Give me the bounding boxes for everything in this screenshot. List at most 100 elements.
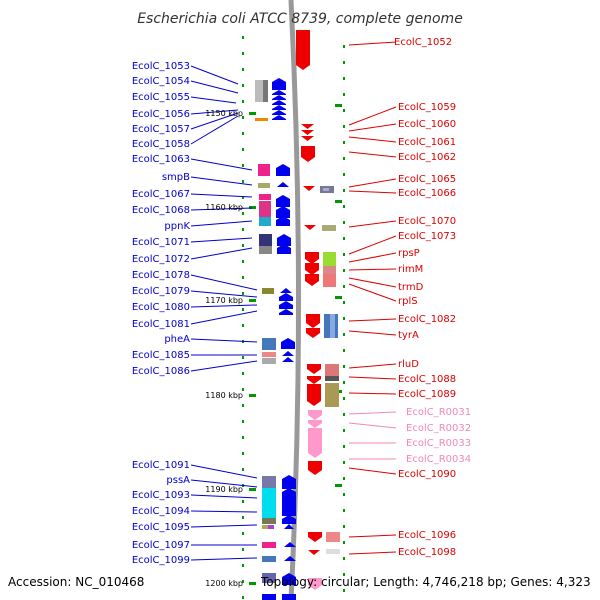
tick-mark: [343, 269, 345, 272]
tick-mark: [343, 557, 345, 560]
label-leader-lines: [190, 41, 397, 561]
major-tick: [249, 488, 256, 491]
tick-mark: [343, 477, 345, 480]
gene-arrow-minus: [306, 328, 320, 338]
gene-arrow-plus: [282, 515, 296, 524]
tick-marks: [242, 36, 345, 599]
gene-label-right: EcolC_R0034: [406, 454, 471, 465]
gene-label-left: smpB: [162, 172, 190, 183]
gene-label-left: pheA: [164, 334, 190, 345]
gene-arrow-plus: [276, 164, 290, 176]
leader-line: [348, 392, 397, 395]
leader-line: [348, 376, 397, 380]
leader-line: [348, 411, 397, 415]
leader-line: [190, 360, 258, 372]
leader-line: [348, 551, 397, 555]
gene-feature-box: [325, 383, 339, 407]
gene-arrow-plus: [284, 556, 296, 561]
leader-line: [190, 479, 258, 488]
tick-mark: [242, 404, 244, 407]
gene-arrow-minus: [308, 532, 322, 542]
gene-label-left: EcolC_1072: [132, 254, 190, 265]
gene-label-left: EcolC_1081: [132, 319, 190, 330]
gene-label-right: EcolC_1065: [398, 174, 456, 185]
leader-line: [190, 193, 253, 198]
gene-label-left: EcolC_1054: [132, 76, 190, 87]
gene-feature-box: [323, 274, 336, 287]
gene-arrow-minus: [308, 410, 322, 420]
gene-feature-box: [259, 234, 272, 246]
tick-mark: [242, 580, 244, 583]
tick-mark: [242, 244, 244, 247]
gene-feature-box: [330, 314, 335, 338]
tick-mark: [343, 141, 345, 144]
gene-label-right: rplS: [398, 296, 418, 307]
gene-label-right: EcolC_1062: [398, 152, 456, 163]
gene-label-left: EcolC_1097: [132, 540, 190, 551]
tick-mark: [242, 180, 244, 183]
gene-label-left: EcolC_1063: [132, 154, 190, 165]
major-tick: [335, 104, 342, 107]
tick-mark: [343, 125, 345, 128]
tick-mark: [343, 77, 345, 80]
gene-label-right: rimM: [398, 264, 423, 275]
tick-mark: [242, 548, 244, 551]
gene-label-right: EcolC_1098: [398, 547, 456, 558]
tick-mark: [343, 253, 345, 256]
leader-line: [190, 464, 258, 479]
tick-mark: [242, 500, 244, 503]
tick-mark: [343, 317, 345, 320]
tick-mark: [242, 388, 244, 391]
gene-feature-box: [259, 217, 271, 226]
gene-feature-box: [282, 594, 296, 600]
leader-line: [348, 178, 397, 188]
major-tick: [249, 299, 256, 302]
leader-line: [190, 338, 258, 343]
gene-feature-box: [325, 364, 339, 376]
gene-feature-box: [259, 194, 271, 200]
tick-mark: [242, 148, 244, 151]
gene-label-left: EcolC_1058: [132, 139, 190, 150]
leader-line: [190, 510, 258, 513]
gene-label-right: EcolC_1060: [398, 119, 456, 130]
gene-arrow-plus: [276, 195, 290, 207]
gene-label-right: tyrA: [398, 330, 419, 341]
major-tick: [249, 112, 256, 115]
gene-arrow-plus: [277, 234, 291, 246]
tick-mark: [242, 36, 244, 39]
gene-label-right: EcolC_R0032: [406, 423, 471, 434]
leader-line: [348, 363, 397, 369]
gene-arrow-plus: [281, 338, 295, 349]
tick-mark: [242, 420, 244, 423]
tick-mark: [343, 413, 345, 416]
leader-line: [190, 557, 258, 561]
gene-label-right: EcolC_1073: [398, 231, 456, 242]
tick-mark: [343, 109, 345, 112]
gene-label-left: EcolC_1093: [132, 490, 190, 501]
gene-feature-box: [262, 476, 276, 488]
tick-mark: [343, 429, 345, 432]
major-tick: [249, 582, 256, 585]
gene-label-left: ppnK: [164, 221, 190, 232]
leader-line: [348, 151, 397, 158]
gene-feature-box: [326, 549, 340, 554]
gene-feature-box: [259, 246, 272, 254]
gene-label-left: EcolC_1057: [132, 124, 190, 135]
tick-mark: [343, 365, 345, 368]
gene-label-left: EcolC_1086: [132, 366, 190, 377]
gene-arrow-plus: [282, 488, 296, 516]
tick-mark: [343, 157, 345, 160]
major-tick: [335, 296, 342, 299]
gene-label-left: EcolC_1055: [132, 92, 190, 103]
gene-feature-box: [323, 266, 336, 274]
leader-line: [348, 136, 397, 143]
gene-arrow-plus: [272, 95, 286, 100]
tick-mark: [343, 445, 345, 448]
gene-feature-box: [262, 556, 276, 562]
tick-mark: [242, 52, 244, 55]
leader-line: [348, 422, 397, 429]
gene-arrow-minus: [303, 186, 315, 191]
gene-label-left: pssA: [166, 475, 190, 486]
gene-label-left: EcolC_1095: [132, 522, 190, 533]
leader-line: [190, 115, 239, 145]
